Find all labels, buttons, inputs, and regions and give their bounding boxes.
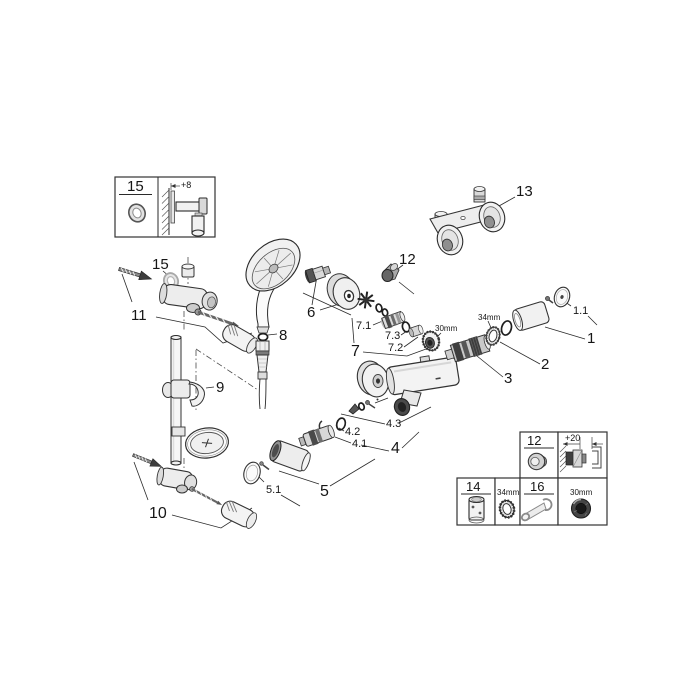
legend-ring-size: 34mm — [497, 488, 520, 497]
shower-rail — [170, 334, 182, 466]
nut-icon — [570, 498, 592, 519]
callout-10: 10 — [149, 505, 167, 522]
callout-13: 13 — [516, 183, 533, 200]
callout-7-1: 7.1 — [356, 320, 371, 332]
o-ring-2 — [500, 320, 513, 336]
callout-11: 11 — [131, 307, 147, 324]
mixer-body-cylinder — [385, 355, 460, 396]
legend-cap-number: 12 — [527, 433, 541, 448]
thermo-element — [444, 334, 491, 363]
flow-knob-wheel — [326, 273, 361, 310]
cover-disc-5-1 — [243, 461, 261, 485]
callout-labels: 15 +8 15 11 8 9 10 12 13 6 7 7.1 7.3 7.2… — [127, 178, 595, 522]
dim-34mm: 34mm — [478, 313, 501, 322]
escutcheon-wheel — [356, 360, 390, 398]
handle-cap-1 — [512, 301, 550, 331]
wall-union-bracket — [429, 186, 506, 256]
cartridge-4-1 — [298, 424, 335, 447]
inset-dimension: +8 — [181, 180, 191, 190]
rail-clamp-bottom — [156, 466, 198, 491]
wall-mount-detail — [161, 183, 208, 237]
callout-1-1: 1.1 — [573, 305, 588, 317]
rail-bottom-bracket-group — [131, 450, 258, 529]
rail-clamp — [159, 283, 218, 311]
callout-1: 1 — [587, 330, 595, 347]
wrench-icon — [520, 498, 553, 522]
extension-detail-icon — [559, 437, 603, 473]
inset-number: 15 — [127, 178, 144, 195]
knob-connector — [304, 265, 332, 284]
aquadimmer-group — [298, 398, 379, 447]
handle-cap — [381, 263, 400, 282]
inset-detail-box — [114, 176, 216, 238]
o-ring-4-2 — [335, 417, 347, 431]
callout-6: 6 — [307, 304, 315, 321]
o-ring-7-3 — [401, 321, 411, 333]
callout-8: 8 — [279, 327, 287, 344]
glide-element — [162, 379, 205, 407]
hose-washer — [257, 332, 269, 342]
ring-nut-icon — [498, 499, 516, 519]
callout-9: 9 — [216, 379, 224, 396]
cap-cover-disc — [553, 286, 571, 308]
extension-piece-icon — [468, 495, 485, 524]
callout-15: 15 — [152, 256, 169, 273]
cap-screw — [545, 296, 550, 301]
callout-4-3: 4.3 — [386, 418, 401, 430]
nut-30mm — [421, 330, 441, 352]
spacer-7-2 — [408, 324, 424, 338]
cap-icon — [527, 452, 547, 471]
spacer-ring-icon — [128, 203, 146, 223]
dim-30mm: 30mm — [435, 324, 458, 333]
wall-screw-bottom — [187, 484, 225, 509]
cartridge-7-1 — [380, 310, 406, 330]
legend-extension-number: 14 — [466, 479, 480, 494]
callout-7: 7 — [351, 343, 360, 360]
check-valve — [348, 403, 360, 415]
hose-connector — [255, 340, 270, 410]
callout-12: 12 — [399, 251, 416, 268]
wall-bracket-cover-bottom — [220, 500, 258, 529]
legend-extension-dimension: +20 — [565, 433, 580, 443]
ring-nut-34mm — [485, 326, 501, 346]
shutoff-handle-group — [243, 440, 311, 485]
thermostat-cartridge-group — [357, 291, 441, 352]
callout-5: 5 — [320, 483, 329, 500]
callout-2: 2 — [541, 356, 549, 373]
callout-7-3: 7.3 — [385, 330, 400, 342]
callout-3: 3 — [504, 370, 512, 387]
rail-top-bracket-group — [117, 263, 258, 354]
legend-boxes — [456, 431, 608, 526]
handshower — [245, 238, 301, 410]
callout-4: 4 — [391, 440, 400, 457]
callout-5-1: 5.1 — [266, 484, 281, 496]
legend-nut-size: 30mm — [570, 488, 593, 497]
bracket-screw — [117, 264, 154, 284]
callout-4-1: 4.1 — [352, 438, 367, 450]
flow-knob-group — [304, 265, 361, 310]
star-washer — [357, 291, 375, 309]
thermo-element-group — [444, 286, 571, 363]
shutoff-handle — [269, 440, 311, 472]
mixer-outlet — [393, 389, 422, 416]
soap-dish — [171, 426, 230, 459]
handshower-head — [245, 238, 301, 292]
legend-wrench-number: 16 — [530, 479, 544, 494]
callout-7-2: 7.2 — [388, 342, 403, 354]
callout-4-2: 4.2 — [345, 426, 360, 438]
wall-bracket-cover-top — [222, 323, 258, 354]
